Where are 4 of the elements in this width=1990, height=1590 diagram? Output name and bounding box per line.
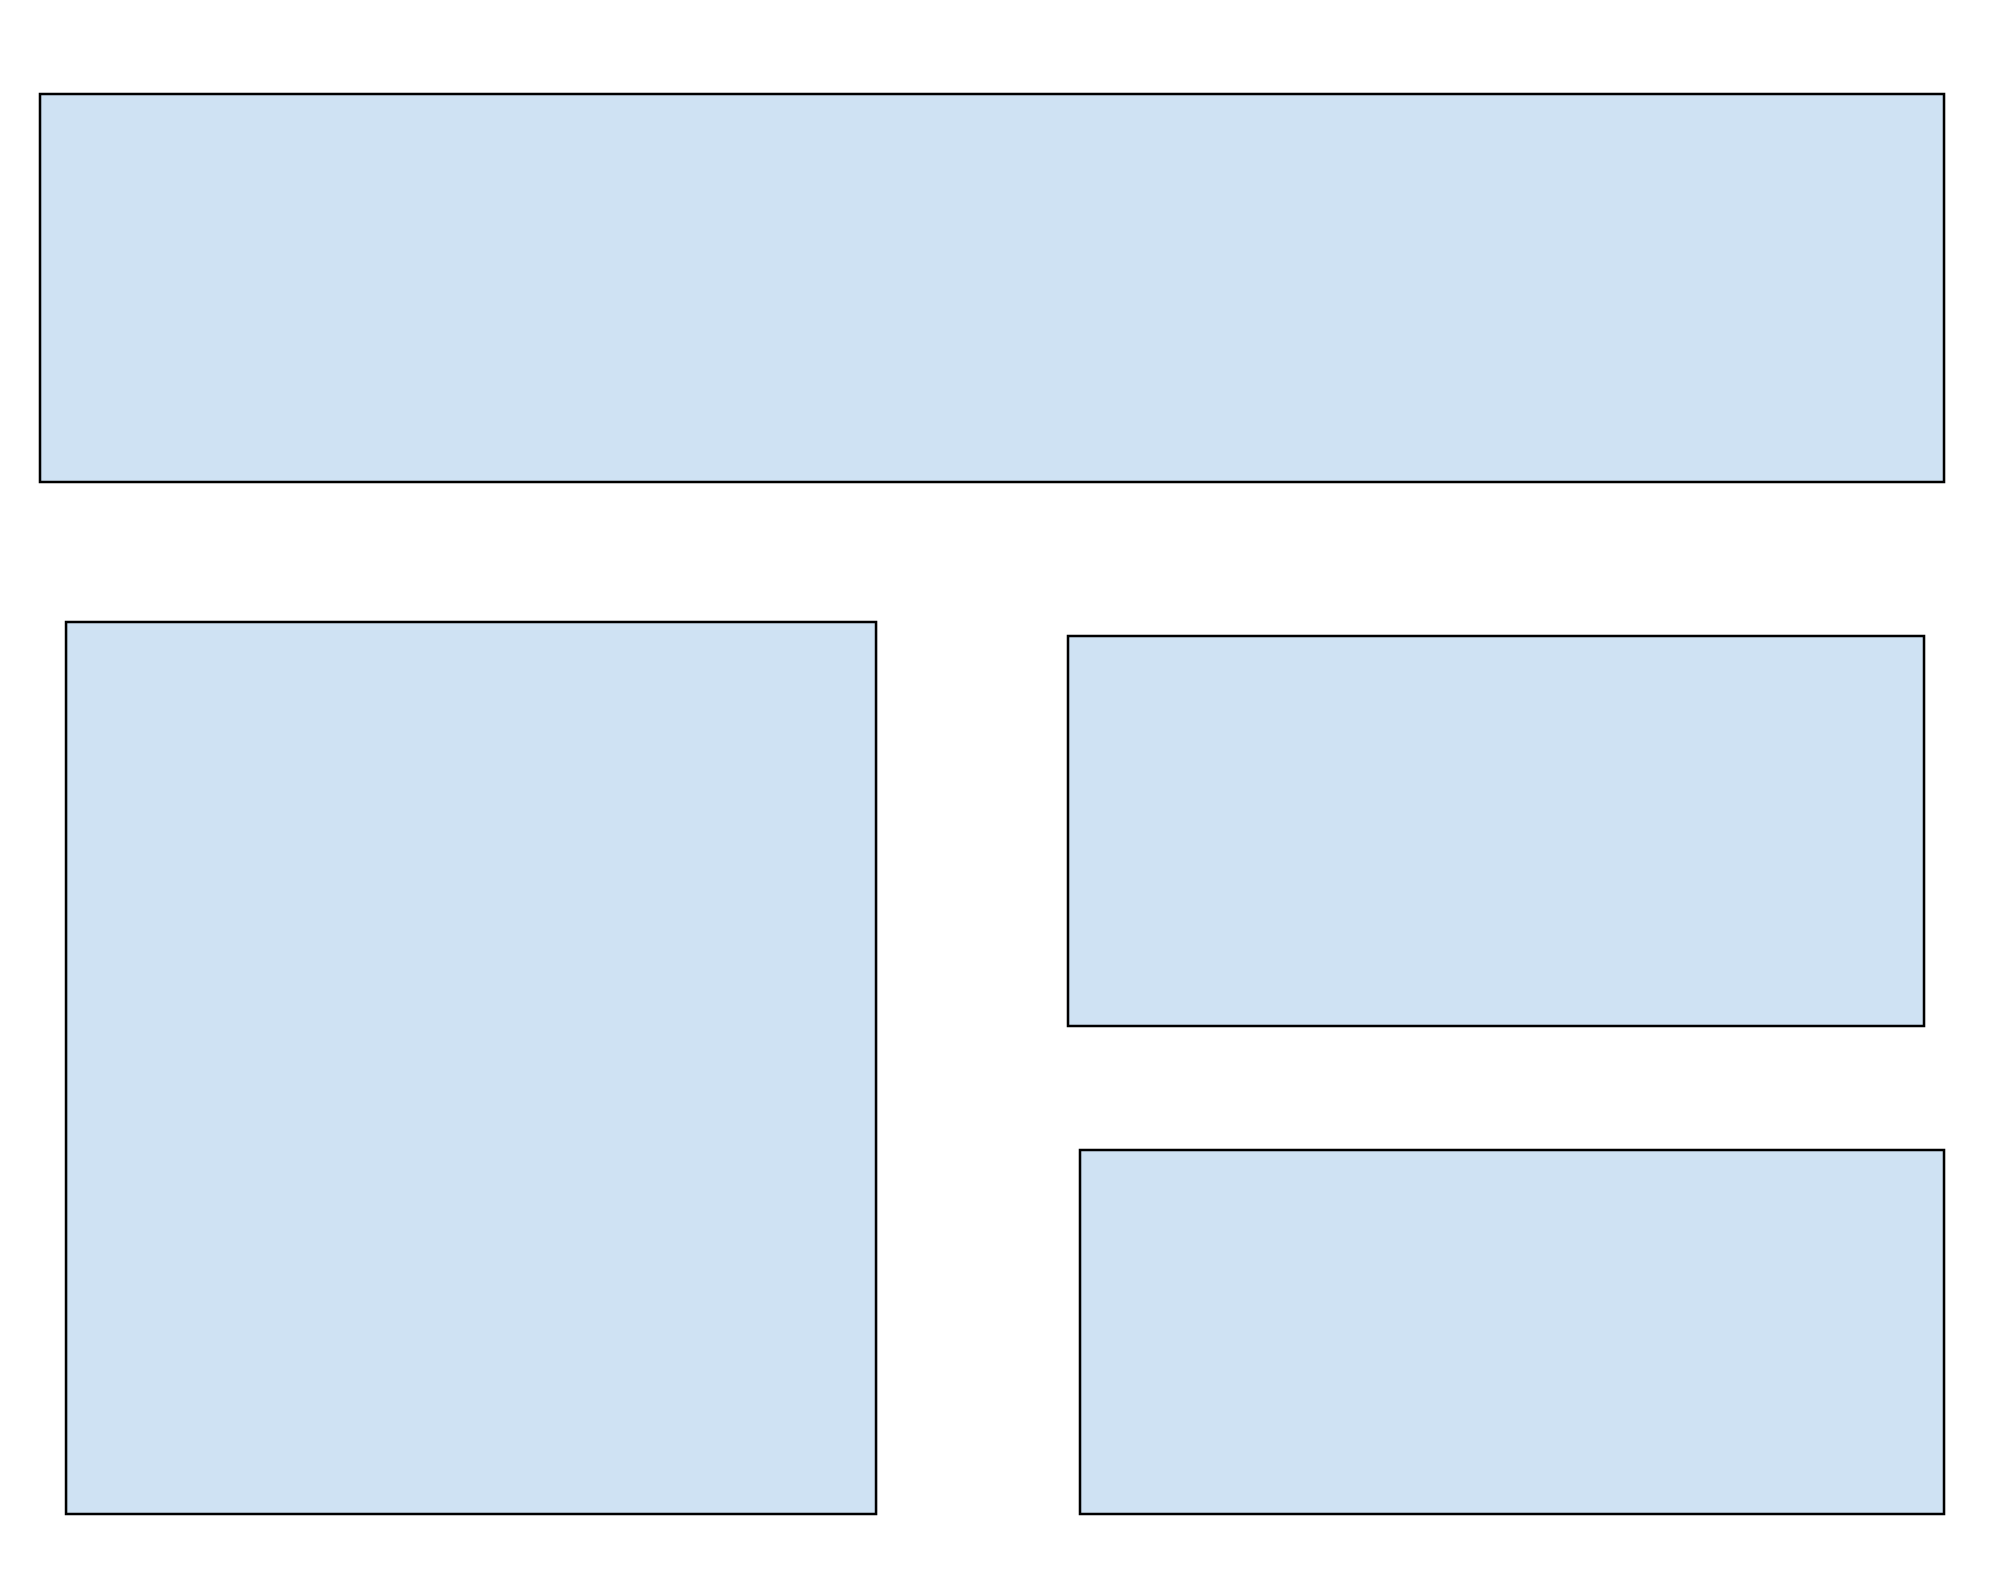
panel-box xyxy=(38,92,1946,484)
panel-box xyxy=(1078,1148,1946,1516)
panel-box xyxy=(64,620,878,1516)
panel-box xyxy=(1066,634,1926,1028)
